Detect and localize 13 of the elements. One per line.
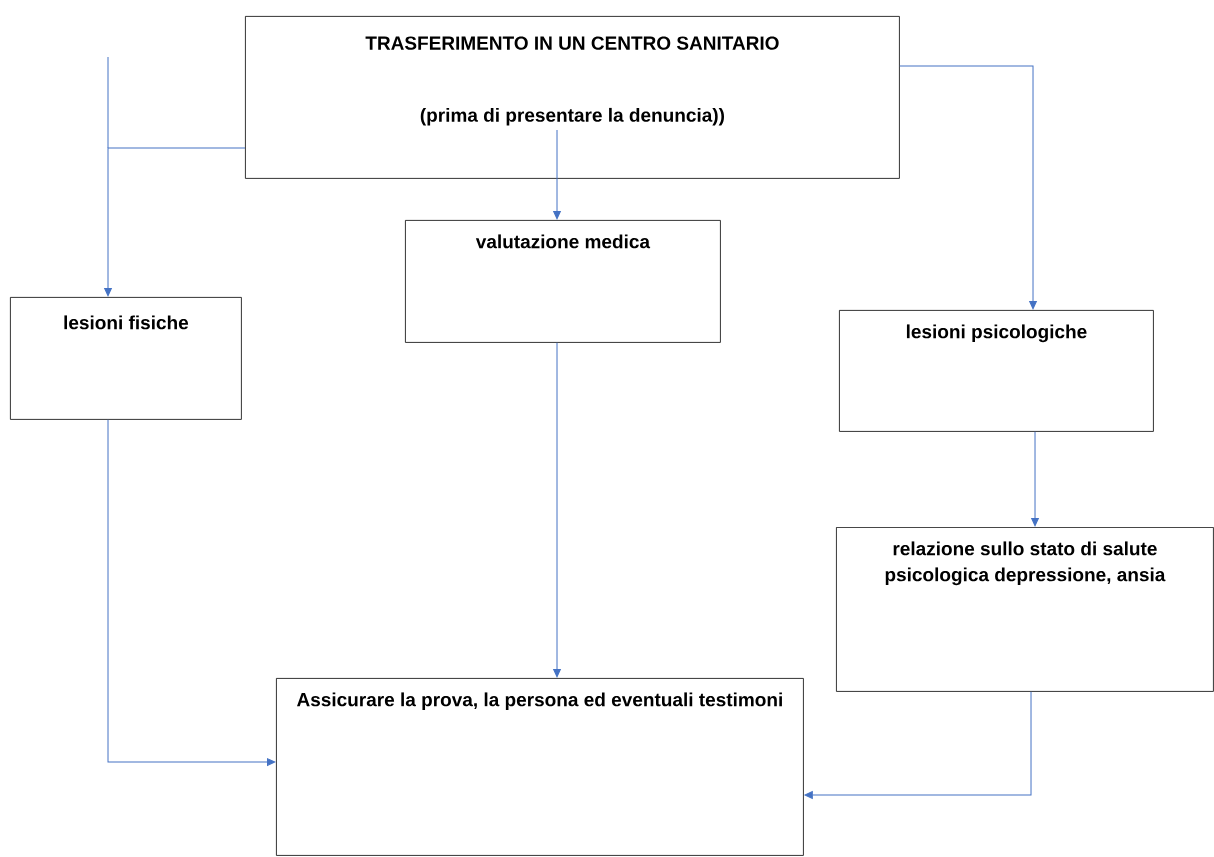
process-box: relazione sullo stato di salute psicologica depressione, ansia bbox=[836, 527, 1214, 692]
process-box: Assicurare la prova, la persona ed eventuali testimoni bbox=[276, 678, 804, 856]
arrow bbox=[107, 419, 276, 766]
arrow bbox=[1031, 431, 1039, 527]
arrow bbox=[804, 691, 1032, 799]
arrow bbox=[553, 129, 561, 220]
process-box: lesioni fisiche bbox=[10, 297, 242, 420]
title-box: TRASFERIMENTO IN UN CENTRO SANITARIO (prima di presentare la denuncia)) bbox=[245, 16, 900, 179]
arrow bbox=[553, 342, 561, 678]
process-box: valutazione medica bbox=[405, 220, 721, 343]
arrow bbox=[104, 147, 246, 297]
arrow bbox=[899, 65, 1037, 310]
process-box: lesioni psicologiche bbox=[839, 310, 1154, 432]
